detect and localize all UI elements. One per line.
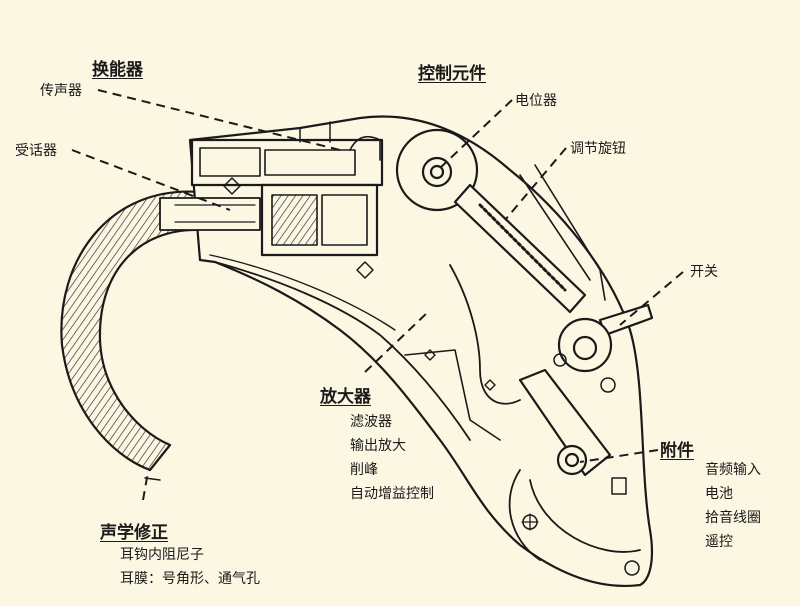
leader-acoustic: [142, 471, 149, 501]
accessory-item: 遥控: [705, 534, 733, 550]
accessory-item: 拾音线圈: [705, 510, 761, 526]
amplifier-item: 削峰: [350, 462, 378, 478]
accessory-item: 电池: [705, 486, 733, 502]
control-knob: [453, 164, 606, 314]
label-potentiometer: 电位器: [515, 93, 557, 109]
label-acoustic-correction: 声学修正: [100, 523, 168, 543]
acoustic-list: 耳钩内阻尼子 耳膜：号角形、通气孔: [120, 543, 260, 591]
amplifier-list: 滤波器 输出放大 削峰 自动增益控制: [350, 410, 434, 506]
acoustic-item: 耳膜：号角形、通气孔: [120, 571, 260, 587]
label-knob: 调节旋钮: [570, 141, 626, 157]
leader-switch: [619, 271, 684, 326]
leader-potentiometer: [439, 99, 513, 169]
leader-accessories: [579, 449, 659, 463]
label-microphone: 传声器: [40, 83, 82, 99]
battery-compartment: [508, 368, 641, 576]
ear-hook: [60, 190, 202, 481]
label-accessories: 附件: [660, 441, 694, 461]
label-receiver: 受话器: [15, 143, 57, 159]
amplifier-item: 自动增益控制: [350, 486, 434, 502]
leader-receiver: [71, 149, 231, 211]
label-amplifier: 放大器: [320, 387, 371, 407]
potentiometer: [395, 128, 479, 212]
leader-microphone: [97, 89, 341, 151]
label-switch: 开关: [690, 264, 718, 280]
switch: [553, 303, 654, 393]
acoustic-item: 耳钩内阻尼子: [120, 547, 204, 563]
transducer-block: [159, 121, 384, 279]
accessories-list: 音频输入 电池 拾音线圈 遥控: [705, 458, 761, 554]
amplifier-item: 输出放大: [350, 438, 406, 454]
accessory-item: 音频输入: [705, 462, 761, 478]
amplifier-item: 滤波器: [350, 414, 392, 430]
label-transducer: 换能器: [92, 60, 143, 80]
label-controls: 控制元件: [418, 64, 486, 84]
leader-knob: [504, 147, 567, 221]
